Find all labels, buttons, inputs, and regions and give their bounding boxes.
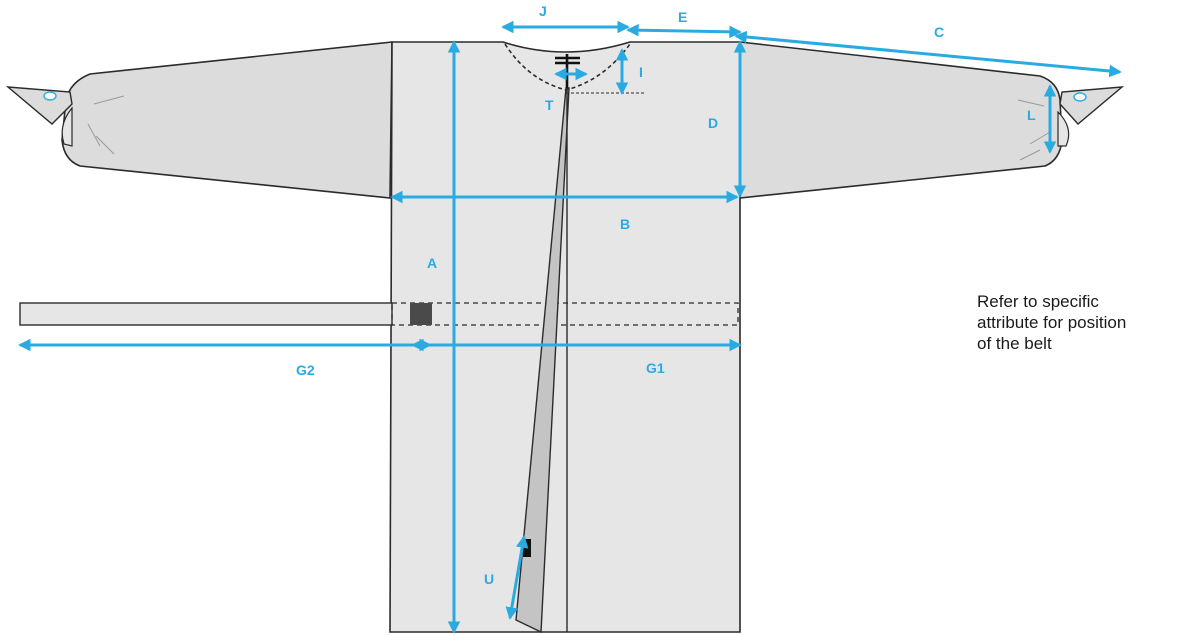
label-U: U <box>484 571 494 587</box>
right-sleeve <box>739 41 1063 199</box>
right-thumb-tab <box>1059 86 1125 125</box>
belt-inside-outline <box>391 302 739 326</box>
label-T: T <box>545 97 554 113</box>
label-L: L <box>1027 107 1036 123</box>
neckline-dashed <box>504 43 631 91</box>
gown-body <box>389 41 741 633</box>
dimension-U <box>505 535 529 620</box>
label-D: D <box>708 115 718 131</box>
left-sleeve-fold <box>87 95 125 155</box>
label-C: C <box>934 24 944 40</box>
label-J: J <box>539 3 547 19</box>
note-line-3: of the belt <box>977 334 1052 353</box>
label-G2: G2 <box>296 362 315 378</box>
label-A: A <box>427 255 437 271</box>
note-line-1: Refer to specific <box>977 292 1099 311</box>
left-cuff <box>61 106 73 147</box>
label-E: E <box>678 9 687 25</box>
label-B: B <box>620 216 630 232</box>
belt-position-note: Refer to specific attribute for position… <box>977 291 1192 354</box>
left-thumb-tab <box>5 86 73 125</box>
label-G1: G1 <box>646 360 665 376</box>
dimension-E <box>626 23 742 39</box>
label-I: I <box>639 64 643 80</box>
belt-tie-square <box>410 303 432 325</box>
right-thumb-hole <box>1073 92 1087 102</box>
left-thumb-hole <box>43 91 57 101</box>
note-line-2: attribute for position <box>977 313 1127 332</box>
belt-left-strap <box>19 302 393 326</box>
left-sleeve <box>61 41 393 199</box>
right-cuff <box>1057 110 1070 147</box>
dimension-C <box>734 30 1122 78</box>
